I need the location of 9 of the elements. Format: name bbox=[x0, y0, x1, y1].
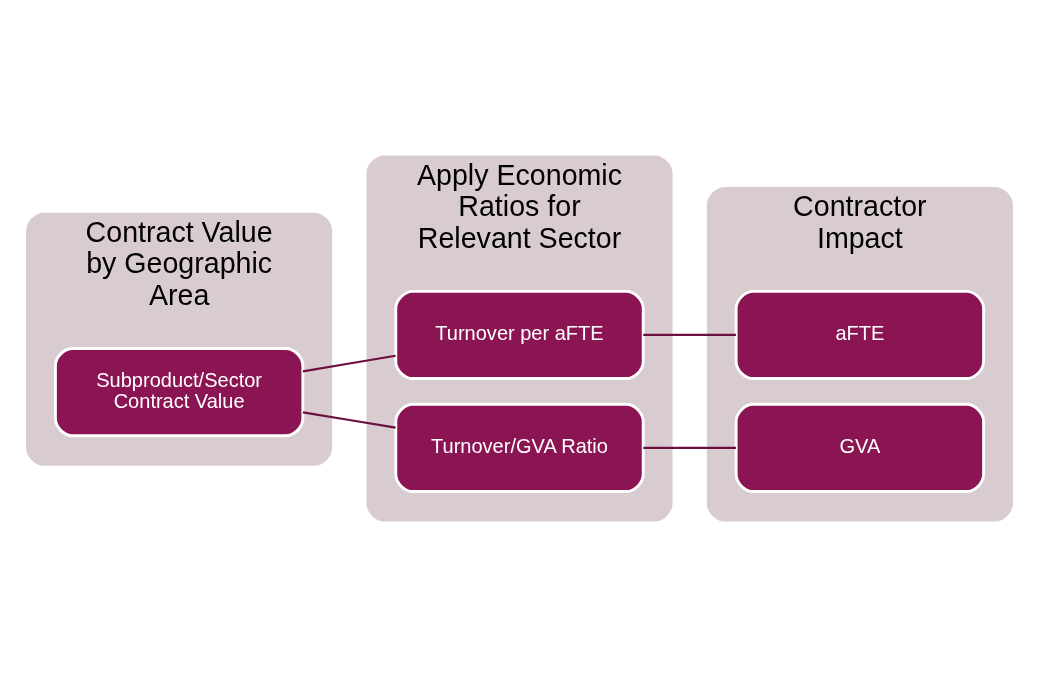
connector bbox=[642, 333, 736, 336]
node-box: Turnover per aFTE bbox=[393, 289, 645, 380]
node-box: aFTE bbox=[734, 289, 985, 380]
node-box: Turnover/GVA Ratio bbox=[393, 402, 645, 493]
node-box: Subproduct/Sector Contract Value bbox=[53, 347, 304, 438]
connector bbox=[302, 354, 396, 373]
connector bbox=[642, 446, 736, 449]
node-box: GVA bbox=[734, 402, 985, 493]
connector bbox=[302, 411, 396, 429]
